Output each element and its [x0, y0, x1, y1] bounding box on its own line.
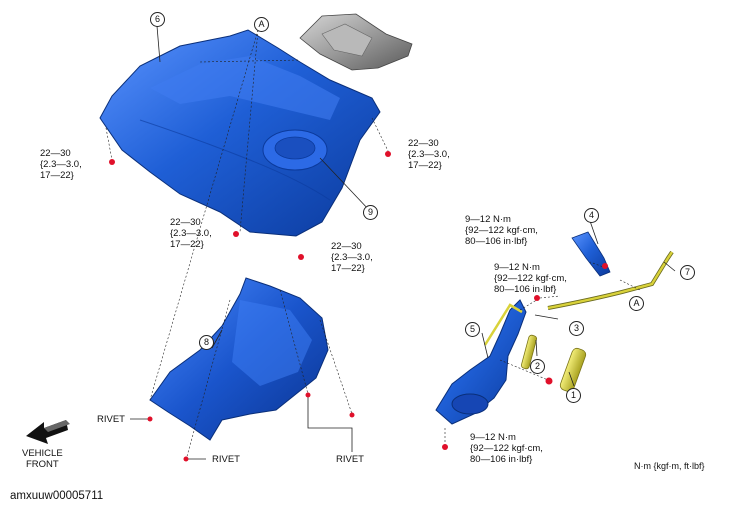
torque-filler-bottom: 9—12 N·m {92—122 kgf·cm, 80—106 in·lbf}	[470, 432, 543, 465]
rivet-left	[147, 416, 153, 422]
torque-filler-mid: 9—12 N·m {92—122 kgf·cm, 80—106 in·lbf}	[494, 262, 567, 295]
torque-tank-bottom: 22—30 {2.3—3.0, 17—22}	[331, 241, 373, 274]
bolt-filler-bottom	[442, 444, 448, 450]
vehicle-front-label: VEHICLE FRONT	[22, 448, 63, 470]
bolt-tank-bottom	[298, 254, 304, 260]
rivet-label-left: RIVET	[97, 414, 125, 425]
filler-hose	[521, 334, 537, 370]
rivet-label-bottom: RIVET	[212, 454, 240, 465]
rivet-mid	[305, 392, 311, 398]
breather-pipe	[547, 250, 674, 310]
heat-insulator	[299, 13, 413, 71]
callout-5: 5	[465, 322, 480, 337]
bolt-tank-mid	[233, 231, 239, 237]
unit-note: N·m {kgf·m, ft·lbf}	[634, 461, 705, 471]
bolt-filler-mid	[534, 295, 540, 301]
dashed-guides	[105, 29, 641, 461]
torque-filler-top: 9—12 N·m {92—122 kgf·cm, 80—106 in·lbf}	[465, 214, 538, 247]
fuel-tank	[99, 29, 381, 237]
fasteners	[109, 151, 608, 462]
fuel-filler-pipe	[435, 299, 527, 425]
vehicle-front-arrow-icon	[26, 420, 70, 444]
rivet-right	[349, 412, 355, 418]
filler-bracket	[571, 231, 611, 277]
leader-lines	[130, 25, 676, 460]
callout-8: 8	[199, 335, 214, 350]
rivet-label-right: RIVET	[336, 454, 364, 465]
filler-pipe-hose	[559, 347, 587, 393]
callout-a-top: A	[254, 17, 269, 32]
callout-6: 6	[150, 12, 165, 27]
callout-1: 1	[566, 388, 581, 403]
torque-tank-right: 22—30 {2.3—3.0, 17—22}	[408, 138, 450, 171]
callout-2: 2	[530, 359, 545, 374]
clip-hose	[545, 377, 553, 385]
callout-3: 3	[569, 321, 584, 336]
callout-7: 7	[680, 265, 695, 280]
callout-a-pipe: A	[629, 296, 644, 311]
document-id: amxuuw00005711	[10, 490, 104, 502]
bolt-filler-top	[602, 263, 608, 269]
callout-9: 9	[363, 205, 378, 220]
callout-4: 4	[584, 208, 599, 223]
rivet-bottom	[183, 456, 189, 462]
bolt-tank-left	[109, 159, 115, 165]
bolt-tank-right	[385, 151, 391, 157]
torque-tank-left: 22—30 {2.3—3.0, 17—22}	[40, 148, 82, 181]
torque-tank-mid: 22—30 {2.3—3.0, 17—22}	[170, 217, 212, 250]
fuel-tank-shield	[149, 277, 329, 441]
